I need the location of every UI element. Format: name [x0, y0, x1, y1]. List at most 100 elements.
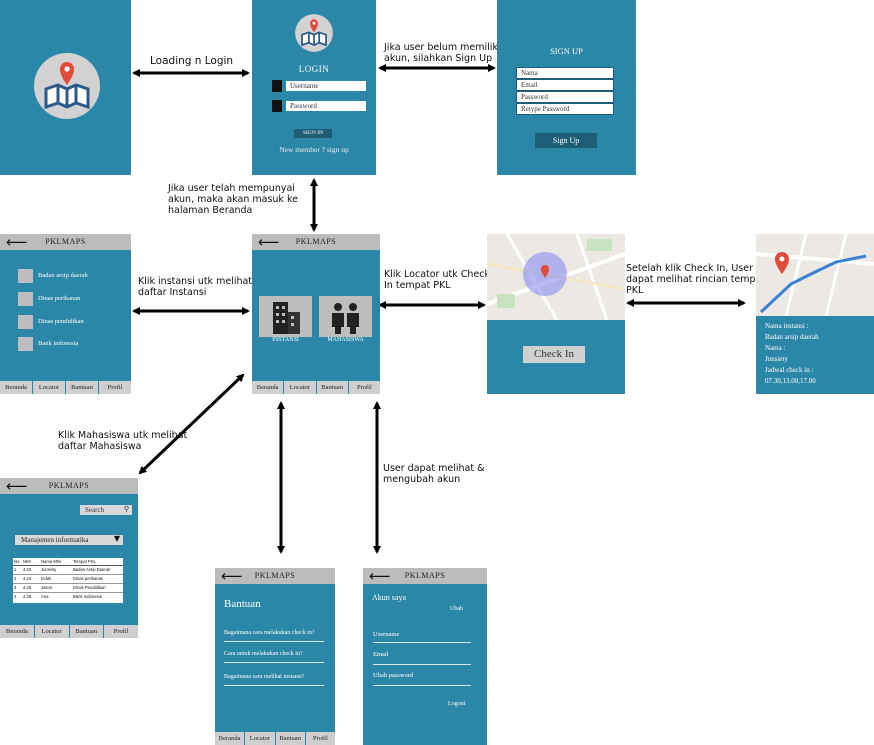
username-field[interactable]: Username	[286, 81, 366, 91]
search-input[interactable]: Search	[85, 506, 105, 514]
annotation-line: daftar Instansi	[138, 287, 207, 298]
signup-retype-field[interactable]: Retype Password	[516, 103, 614, 115]
instansi-item[interactable]: Dinas pendidikan	[38, 318, 84, 325]
chevron-down-icon: ▼	[113, 534, 120, 543]
app-title: PKLMAPS	[45, 237, 86, 246]
route-map[interactable]	[756, 234, 874, 316]
login-title: LOGIN	[298, 64, 330, 74]
back-arrow-icon[interactable]: ⟵	[221, 568, 243, 585]
signup-password-field[interactable]: Password	[516, 91, 614, 103]
password-field[interactable]: Password	[286, 101, 366, 111]
faq-item[interactable]: Cara untuk melakukan check in?	[224, 651, 303, 657]
top-bar: ⟵ PKLMAPS	[215, 568, 335, 584]
instansi-tile[interactable]	[259, 296, 312, 337]
tab-beranda[interactable]: Beranda	[215, 732, 245, 745]
tab-locator[interactable]: Locator	[284, 381, 316, 394]
akun-title: Akun saya	[372, 593, 406, 602]
tab-bantuan[interactable]: Bantuan	[275, 732, 305, 745]
screen-beranda: ⟵ PKLMAPS INSTANSI MAHASISWA Beranda Loc…	[252, 234, 380, 394]
annotation-instansi-hint: Klik instansi utk melihat daftar Instans…	[138, 276, 252, 298]
divider	[224, 641, 324, 642]
major-dropdown[interactable]: Manajemen informatika ▼	[15, 534, 123, 545]
bottom-tabs: Beranda Locator Bantuan Profil	[0, 625, 138, 638]
instansi-item[interactable]: Badan arsip daerah	[38, 272, 88, 279]
instansi-item[interactable]: Bank indonesia	[38, 340, 79, 347]
instansi-item[interactable]: Dinas perikanan	[38, 295, 81, 302]
back-arrow-icon[interactable]: ⟵	[6, 234, 28, 251]
back-arrow-icon[interactable]: ⟵	[6, 478, 28, 495]
annotation-loading-login: Loading n Login	[150, 55, 234, 67]
bottom-tabs: Beranda Locator Bantuan Profil	[252, 381, 380, 394]
annotation-akun-hint: User dapat melihat & mengubah akun	[383, 463, 485, 485]
screen-instansi: ⟵ PKLMAPS Badan arsip daerah Dinas perik…	[0, 234, 131, 394]
map-view[interactable]	[487, 234, 625, 320]
detail-line: Badan arsip daerah	[765, 333, 819, 341]
back-arrow-icon[interactable]: ⟵	[258, 234, 280, 251]
cell: Bank Indonesia	[73, 594, 102, 599]
screen-bantuan: ⟵ PKLMAPS Bantuan Bagaimana cara melakuk…	[215, 568, 335, 745]
tab-profil[interactable]: Profil	[99, 381, 131, 394]
change-password-link[interactable]: Ubah password	[373, 672, 414, 679]
app-logo-icon	[295, 14, 333, 52]
cell: 2	[14, 576, 17, 581]
edit-link[interactable]: Ubah	[450, 606, 463, 612]
new-member-link[interactable]: New member ? sign up	[279, 145, 349, 154]
bantuan-title: Bantuan	[224, 598, 261, 610]
building-icon	[273, 302, 300, 334]
signup-button[interactable]: Sign Up	[535, 133, 597, 148]
checkin-button[interactable]: Check In	[523, 346, 585, 363]
tab-profil[interactable]: Profil	[348, 381, 380, 394]
instansi-icon	[18, 292, 33, 306]
signup-email-field[interactable]: Email	[516, 79, 614, 91]
email-label: Email	[373, 651, 389, 658]
search-box[interactable]: Search ⚲	[80, 505, 132, 515]
tab-bantuan[interactable]: Bantuan	[66, 381, 98, 394]
top-bar: ⟵ PKLMAPS	[0, 478, 138, 494]
tab-locator[interactable]: Locator	[245, 732, 275, 745]
app-logo-icon	[34, 53, 100, 119]
table-row[interactable]: 3 4.25 Jason Dinas Pendidikan	[13, 584, 123, 593]
tab-profil[interactable]: Profil	[305, 732, 335, 745]
instansi-tile-label: INSTANSI	[272, 337, 299, 343]
divider	[373, 664, 471, 665]
table-row[interactable]: 4 4.26 Ana Bank Indonesia	[13, 593, 123, 601]
annotation-locator-hint: Klik Locator utk Check In tempat PKL	[384, 269, 490, 291]
username-icon	[272, 80, 282, 92]
app-title: PKLMAPS	[404, 571, 446, 580]
divider	[224, 685, 324, 686]
annotation-has-account: Jika user telah mempunyai akun, maka aka…	[168, 183, 298, 216]
annotation-line: In tempat PKL	[384, 280, 451, 291]
table-row[interactable]: 2 4.24 Indah Dinas perikanan	[13, 575, 123, 584]
tab-beranda[interactable]: Beranda	[0, 625, 34, 638]
signup-title: SIGN UP	[550, 46, 583, 56]
divider	[373, 642, 471, 643]
tab-beranda[interactable]: Beranda	[252, 381, 284, 394]
search-icon[interactable]: ⚲	[123, 505, 129, 513]
top-bar: ⟵ PKLMAPS	[0, 234, 131, 250]
instansi-icon	[18, 337, 33, 351]
annotation-signup-hint: Jika user belum memiliki akun, silahkan …	[384, 42, 501, 64]
map-icon	[487, 234, 625, 320]
col-tempat: Tempat PKL	[73, 559, 96, 564]
tab-profil[interactable]: Profil	[104, 625, 138, 638]
faq-item[interactable]: Bagaimana cara melakukan check in?	[224, 630, 315, 636]
app-title: PKLMAPS	[254, 571, 296, 580]
signin-button[interactable]: SIGN IN	[294, 129, 332, 138]
detail-line: Junsiety	[765, 355, 788, 363]
faq-item[interactable]: Bagaimana cara melihat instansi?	[224, 674, 305, 680]
tab-beranda[interactable]: Beranda	[0, 381, 32, 394]
cell: 3	[14, 585, 17, 590]
mahasiswa-tile[interactable]	[319, 296, 372, 337]
logout-link[interactable]: Logout	[448, 701, 466, 707]
back-arrow-icon[interactable]: ⟵	[369, 568, 391, 585]
tab-bantuan[interactable]: Bantuan	[316, 381, 348, 394]
annotation-line: PKL	[626, 285, 644, 296]
tab-bantuan[interactable]: Bantuan	[69, 625, 104, 638]
annotation-line: Klik Mahasiswa utk melihat	[58, 430, 188, 441]
screen-mahasiswa: ⟵ PKLMAPS Search ⚲ Manajemen informatika…	[0, 478, 138, 638]
tab-locator[interactable]: Locator	[33, 381, 65, 394]
route-map-icon	[756, 234, 874, 316]
tab-locator[interactable]: Locator	[34, 625, 69, 638]
signup-name-field[interactable]: Nama	[516, 67, 614, 79]
table-row[interactable]: 1 4.23 Junsiety Badan Arsip Daerah	[13, 566, 123, 575]
